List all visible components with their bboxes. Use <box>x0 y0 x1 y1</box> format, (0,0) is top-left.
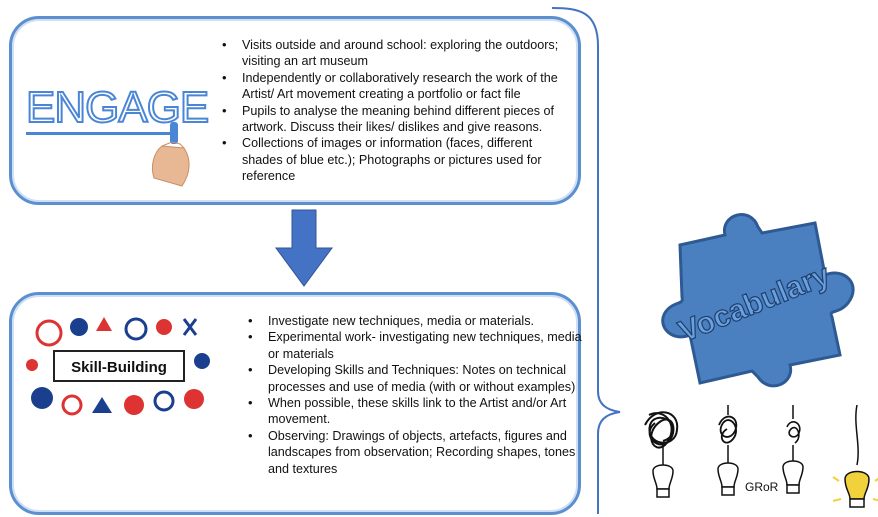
engage-bullet-list: Visits outside and around school: explor… <box>222 37 572 185</box>
lit-bulb-icon <box>832 404 878 508</box>
down-arrow-icon <box>275 209 333 287</box>
tangled-bulb-icon <box>717 405 739 496</box>
list-item: Developing Skills and Techniques: Notes … <box>248 362 588 395</box>
list-item: Pupils to analyse the meaning behind dif… <box>222 103 572 136</box>
list-item: Visits outside and around school: explor… <box>222 37 572 70</box>
curly-brace-connector <box>551 7 621 514</box>
list-item: Independently or collaboratively researc… <box>222 70 572 103</box>
engage-logo: ENGAGE <box>25 82 210 187</box>
tangled-bulb-icon <box>782 405 804 494</box>
skill-building-panel: Skill-Building Investigate new technique… <box>9 292 582 515</box>
hand-marker-icon <box>151 122 190 187</box>
tangled-bulb-icon <box>644 411 679 498</box>
list-item: Experimental work- investigating new tec… <box>248 329 588 362</box>
skill-building-logo: Skill-Building <box>26 317 210 416</box>
engage-logo-text: ENGAGE <box>26 83 208 132</box>
skill-building-bullet-list: Investigate new techniques, media or mat… <box>248 313 588 477</box>
list-item: When possible, these skills link to the … <box>248 395 588 428</box>
skill-building-logo-text: Skill-Building <box>71 359 167 376</box>
list-item: Collections of images or information (fa… <box>222 135 572 184</box>
vocabulary-puzzle-icon: Vocabulary <box>661 213 855 388</box>
gror-label: GRoR <box>745 480 779 494</box>
engage-panel: ENGAGE Visits outside and around school:… <box>9 16 581 205</box>
list-item: Investigate new techniques, media or mat… <box>248 313 588 330</box>
list-item: Observing: Drawings of objects, artefact… <box>248 428 588 477</box>
idea-bulbs-illustration <box>644 404 878 508</box>
